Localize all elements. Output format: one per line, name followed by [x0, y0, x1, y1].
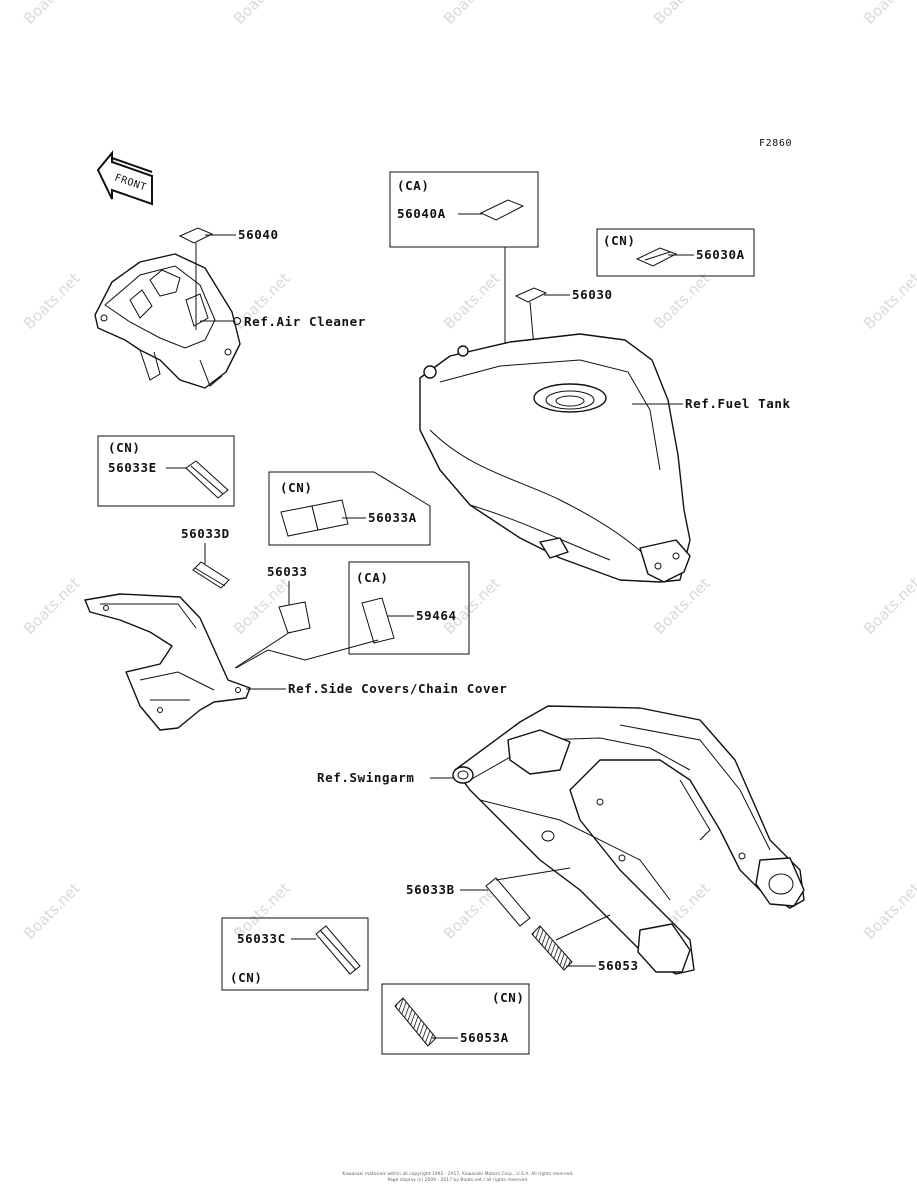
part-56033D[interactable]: 56033D [181, 526, 230, 541]
part-56033A[interactable]: 56033A [368, 510, 417, 525]
decal-56033 [278, 601, 311, 634]
ref-side-covers[interactable]: Ref.Side Covers/Chain Cover [288, 681, 507, 696]
part-56033E[interactable]: 56033E [108, 460, 157, 475]
watermark: Boats.net [230, 0, 294, 28]
watermark: Boats.net [860, 0, 917, 28]
decal-59464 [361, 597, 395, 644]
cn-box-56053A [381, 983, 530, 1055]
watermark: Boats.net [20, 269, 84, 333]
cn-box-56033E [97, 435, 235, 507]
region-cn: (CN) [230, 970, 263, 985]
region-cn: (CN) [280, 480, 313, 495]
ca-box-59464 [348, 561, 470, 655]
part-56033[interactable]: 56033 [267, 564, 308, 579]
part-56053[interactable]: 56053 [598, 958, 639, 973]
ref-air-cleaner[interactable]: Ref.Air Cleaner [244, 314, 366, 329]
watermark: Boats.net [860, 574, 917, 638]
cn-box-56033A [268, 471, 431, 546]
cn-box-56030A [596, 228, 755, 277]
reference-marker-icon [233, 317, 241, 325]
decal-56053A [394, 997, 437, 1047]
part-59464[interactable]: 59464 [416, 608, 457, 623]
fuel-tank-part [419, 333, 691, 583]
decal-56030A [635, 247, 678, 267]
watermark: Boats.net [650, 269, 714, 333]
cn-box-56033C [221, 917, 369, 991]
watermark: Boats.net [650, 0, 714, 28]
ca-box-56040A [389, 171, 539, 248]
region-cn: (CN) [492, 990, 525, 1005]
decal-56033B [485, 877, 531, 927]
part-56033B[interactable]: 56033B [406, 882, 455, 897]
air-cleaner-part [94, 253, 241, 389]
decal-56053 [531, 925, 573, 971]
decal-56040 [178, 227, 214, 244]
front-arrow-icon: FRONT [96, 150, 153, 206]
region-ca: (CA) [397, 178, 430, 193]
decal-56033D [192, 561, 230, 589]
watermark: Boats.net [650, 574, 714, 638]
decal-56033A-left [280, 505, 319, 537]
region-ca: (CA) [356, 570, 389, 585]
footer-display: Page display (c) 2000 - 2017 by Boats.ne… [387, 1177, 528, 1183]
watermark: Boats.net [860, 879, 917, 943]
watermark: Boats.net [440, 574, 504, 638]
decal-56033A-right [311, 499, 349, 531]
decal-56030 [514, 287, 548, 303]
part-56030A[interactable]: 56030A [696, 247, 745, 262]
ref-fuel-tank[interactable]: Ref.Fuel Tank [685, 396, 791, 411]
ref-swingarm[interactable]: Ref.Swingarm [317, 770, 415, 785]
watermark: Boats.net [20, 879, 84, 943]
decal-56040A [479, 199, 525, 221]
watermark: Boats.net [440, 0, 504, 28]
side-cover-part [84, 593, 251, 731]
part-56040A[interactable]: 56040A [397, 206, 446, 221]
region-cn: (CN) [108, 440, 141, 455]
watermark: Boats.net [440, 269, 504, 333]
part-56033C[interactable]: 56033C [237, 931, 286, 946]
watermark: Boats.net [20, 0, 84, 28]
footer-copyright: Kawasaki materials within all copyright … [342, 1171, 573, 1177]
watermark: Boats.net [860, 269, 917, 333]
swingarm-part [452, 705, 805, 975]
figure-code: F2860 [759, 138, 792, 149]
watermark: Boats.net [20, 574, 84, 638]
region-cn: (CN) [603, 233, 636, 248]
part-56040[interactable]: 56040 [238, 227, 279, 242]
part-56053A[interactable]: 56053A [460, 1030, 509, 1045]
part-56030[interactable]: 56030 [572, 287, 613, 302]
